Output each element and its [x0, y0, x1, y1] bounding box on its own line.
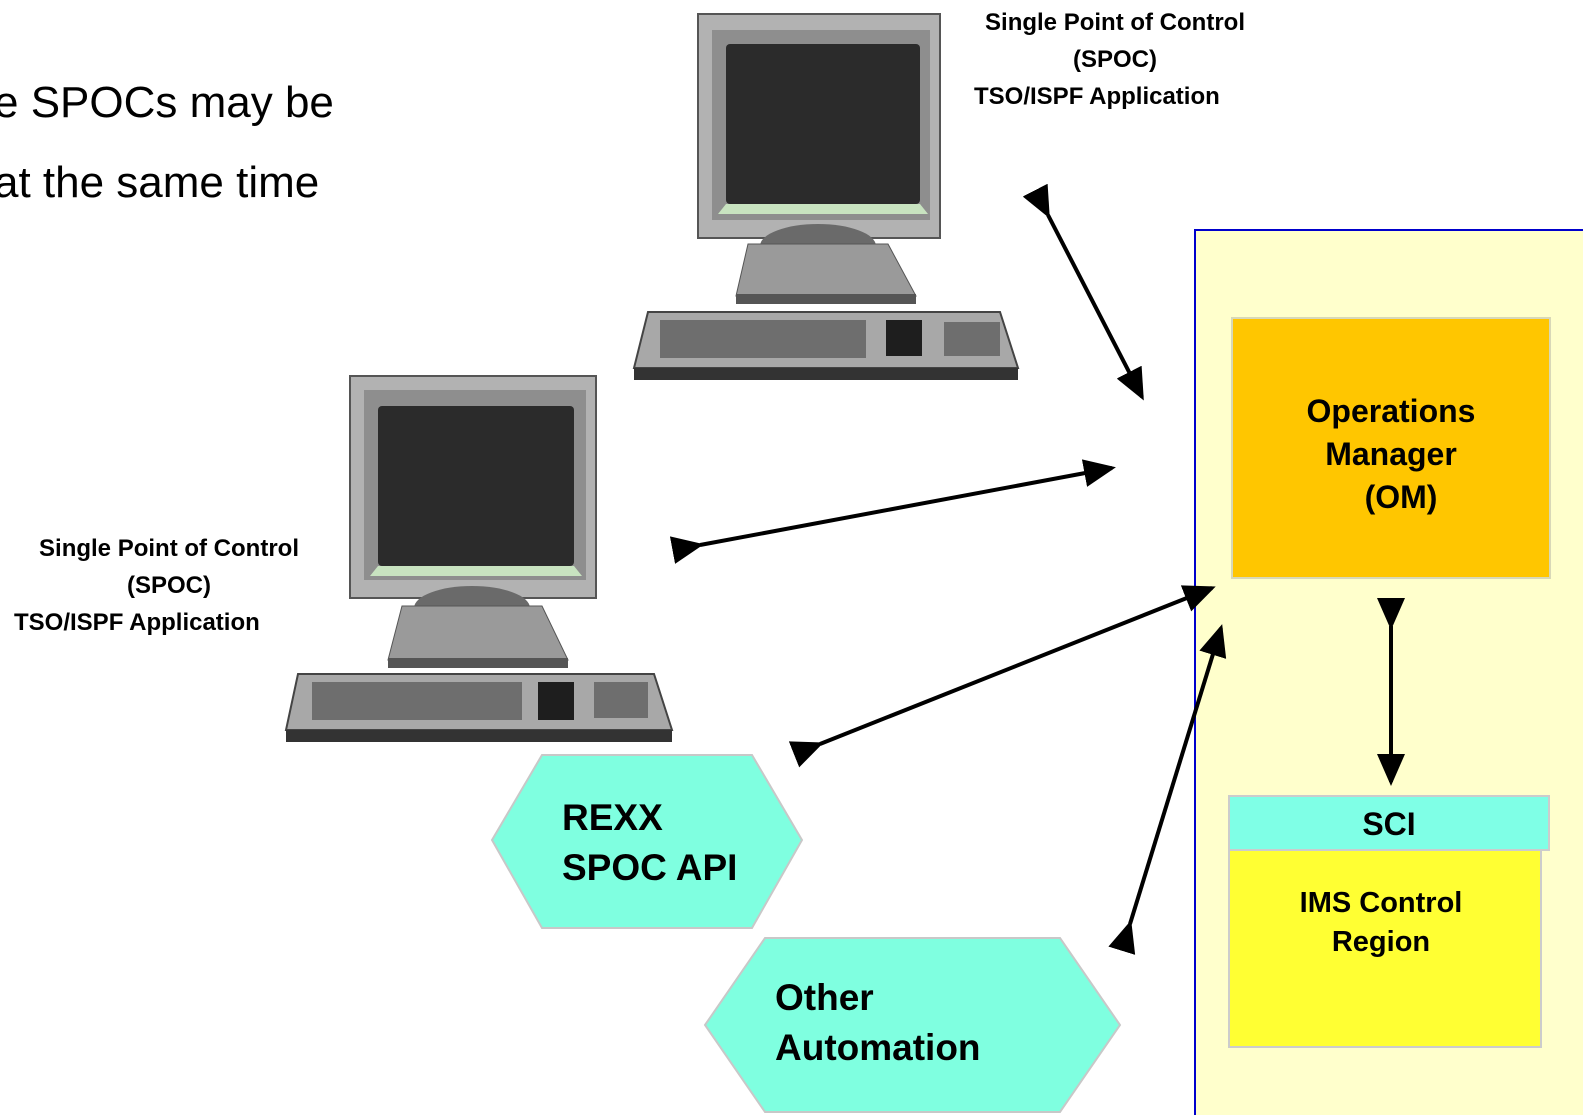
spoc-top-line-1: Single Point of Control	[985, 9, 1245, 36]
other-line-2: Automation	[775, 1027, 981, 1068]
rexx-label: REXX SPOC API	[562, 793, 737, 893]
sci-box	[1228, 795, 1550, 851]
other-line-1: Other	[775, 977, 874, 1018]
arrow-top-spoc-om	[1022, 183, 1144, 401]
rexx-line-2: SPOC API	[562, 847, 738, 888]
ims-line-1: IMS Control	[1299, 887, 1463, 919]
other-automation-label: Other Automation	[775, 973, 981, 1073]
om-label: Operations Manager (OM)	[1232, 390, 1550, 519]
operations-manager-box	[1231, 317, 1551, 579]
ims-control-region-box	[1228, 849, 1542, 1048]
arrow-rexx-om	[788, 585, 1216, 768]
om-line-1: Operations	[1306, 393, 1476, 429]
spoc-top-line-2: (SPOC)	[1073, 46, 1157, 73]
computer-top	[632, 13, 1020, 380]
ims-line-2: Region	[1331, 926, 1431, 958]
spoc-top-line-3: TSO/ISPF Application	[974, 83, 1220, 110]
arrow-left-spoc-om	[669, 459, 1116, 564]
heading-line-1: e SPOCs may be	[0, 78, 334, 127]
om-line-3: (OM)	[1364, 479, 1438, 515]
spoc-top-label: Single Point of Control (SPOC) TSO/ISPF …	[950, 4, 1280, 115]
ims-label: IMS Control Region	[1229, 884, 1533, 962]
spoc-left-line-3: TSO/ISPF Application	[14, 609, 260, 636]
sci-label: SCI	[1362, 806, 1416, 842]
rexx-hexagon	[490, 754, 804, 929]
spoc-left-label: Single Point of Control (SPOC) TSO/ISPF …	[4, 530, 334, 641]
om-line-2: Manager	[1325, 436, 1457, 472]
heading-line-2: at the same time	[0, 158, 320, 207]
arrow-automation-om	[1108, 624, 1227, 955]
spoc-left-line-2: (SPOC)	[127, 572, 211, 599]
computer-left	[284, 375, 674, 742]
spoc-left-line-1: Single Point of Control	[39, 535, 299, 562]
rexx-line-1: REXX	[562, 797, 663, 838]
other-automation-hexagon	[703, 937, 1122, 1113]
